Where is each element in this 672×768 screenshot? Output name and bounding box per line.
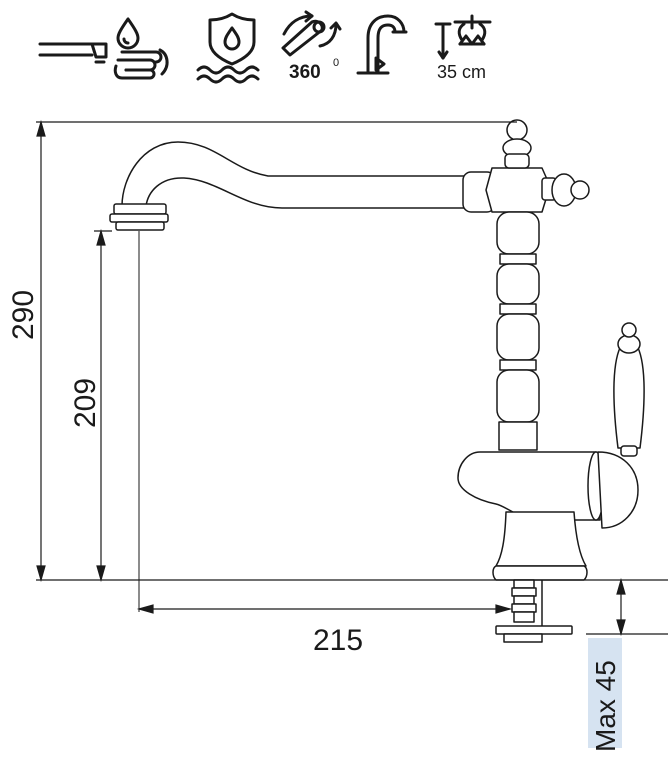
swivel-360-icon: [281, 10, 342, 57]
water-drop-hand-icon: [113, 17, 169, 80]
spout-aerator: [109, 203, 169, 231]
faucet-drawing: [109, 119, 645, 643]
high-spout-icon: [356, 14, 408, 75]
base-neck: [495, 511, 587, 567]
max-45-value: Max 45: [590, 660, 621, 752]
body-column: [496, 211, 540, 451]
side-cap: [541, 173, 590, 207]
water-shield-icon: [196, 12, 260, 84]
lever-cap: [597, 451, 639, 529]
spout: [121, 141, 471, 209]
mounting-shank: [495, 579, 573, 643]
lever-handle: [613, 343, 645, 449]
height-290-value: 290: [7, 290, 40, 340]
lever-knob: [621, 322, 637, 338]
max-45-highlight: [588, 638, 622, 748]
spout-outlet-icon: [38, 42, 108, 64]
body-head: [485, 167, 551, 213]
base-flange: [492, 565, 588, 581]
mounting-depth-icon: [434, 14, 492, 60]
finial-ball: [506, 119, 528, 141]
swivel-360-label: 360: [289, 62, 321, 83]
dimension-lines: [36, 119, 668, 637]
height-209-value: 209: [69, 378, 102, 428]
mounting-depth-label: 35 cm: [437, 62, 486, 82]
mixer-body: [457, 451, 601, 521]
swivel-360-sup: 0: [333, 57, 339, 69]
icon-row: [38, 10, 492, 84]
reach-215-value: 215: [313, 624, 363, 657]
